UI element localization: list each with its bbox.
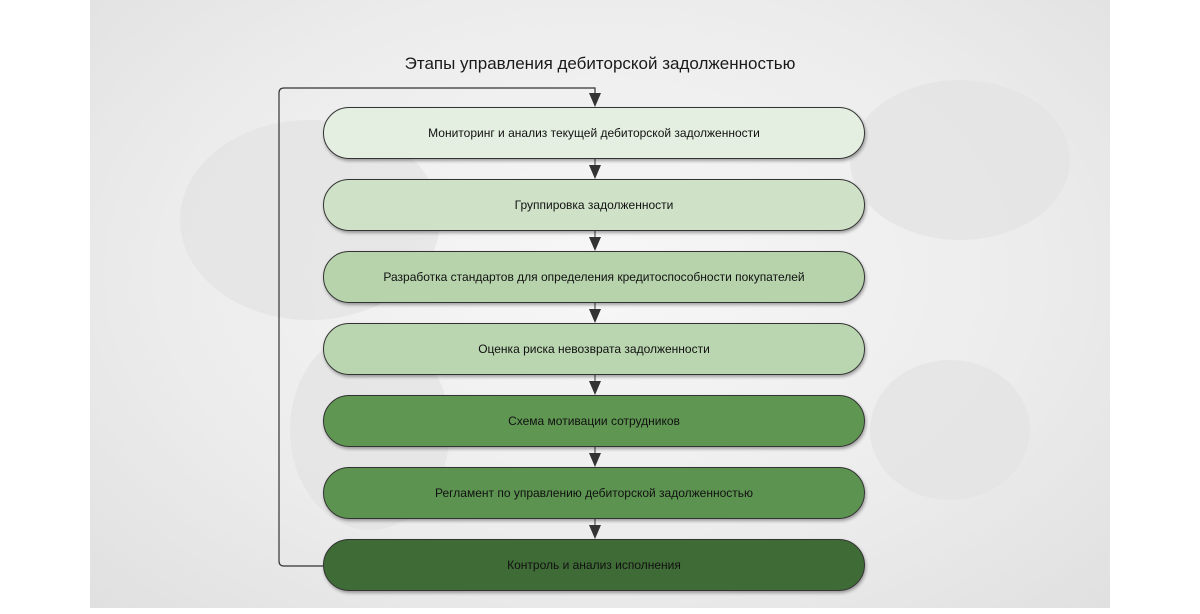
arrow-down-icon <box>589 93 601 107</box>
arrow-down-icon <box>589 381 601 395</box>
step-box: Схема мотивации сотрудников <box>323 395 865 447</box>
feedback-loop-line <box>278 87 596 567</box>
step-label: Схема мотивации сотрудников <box>508 414 680 428</box>
step-box: Разработка стандартов для определения кр… <box>323 251 865 303</box>
map-shape <box>870 360 1030 500</box>
step-box: Мониторинг и анализ текущей дебиторской … <box>323 107 865 159</box>
step-label: Мониторинг и анализ текущей дебиторской … <box>428 126 760 140</box>
step-label: Регламент по управлению дебиторской задо… <box>435 486 753 500</box>
arrow-down-icon <box>589 525 601 539</box>
step-label: Разработка стандартов для определения кр… <box>383 270 805 284</box>
arrow-down-icon <box>589 237 601 251</box>
arrow-down-icon <box>589 309 601 323</box>
step-label: Группировка задолженности <box>514 198 674 212</box>
step-box: Контроль и анализ исполнения <box>323 539 865 591</box>
step-box: Оценка риска невозврата задолженности <box>323 323 865 375</box>
step-label: Контроль и анализ исполнения <box>507 558 681 572</box>
arrow-down-icon <box>589 165 601 179</box>
diagram-title: Этапы управления дебиторской задолженнос… <box>404 54 796 73</box>
step-label: Оценка риска невозврата задолженности <box>478 342 710 356</box>
step-box: Регламент по управлению дебиторской задо… <box>323 467 865 519</box>
arrow-down-icon <box>589 453 601 467</box>
step-box: Группировка задолженности <box>323 179 865 231</box>
map-shape <box>850 80 1070 240</box>
